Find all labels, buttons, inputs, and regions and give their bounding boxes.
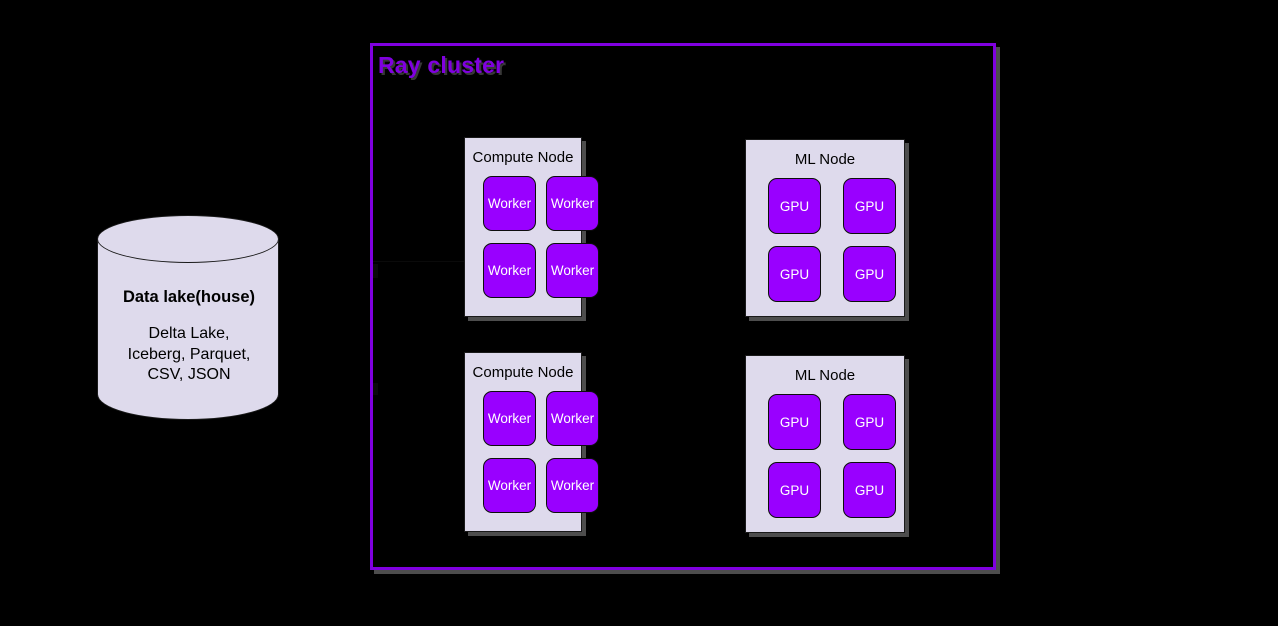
- node-ml-2-label: ML Node: [794, 367, 856, 384]
- data-lake-text-block: Data lake(house) Delta Lake, Iceberg, Pa…: [97, 287, 281, 386]
- worker-unit[interactable]: Worker: [483, 243, 536, 298]
- data-lake-formats-line-2: Iceberg, Parquet,: [127, 345, 251, 363]
- gpu-unit[interactable]: GPU: [768, 462, 821, 518]
- gpu-unit[interactable]: GPU: [768, 246, 821, 302]
- gpu-unit[interactable]: GPU: [843, 178, 896, 234]
- node-compute-2-label: Compute Node: [472, 364, 574, 381]
- ray-cluster-container: [370, 43, 996, 570]
- worker-unit[interactable]: Worker: [546, 391, 599, 446]
- worker-unit[interactable]: Worker: [483, 458, 536, 513]
- node-compute-2[interactable]: Compute Node Worker Worker Worker Worker: [464, 352, 599, 532]
- connector-line-lake-to-compute-1-row-1: [372, 261, 472, 262]
- data-lake-formats-line-3: CSV, JSON: [147, 366, 231, 384]
- cylinder-body: [97, 238, 279, 420]
- connector-stub-left-1: [372, 264, 378, 278]
- node-ml-2-units: GPU GPU GPU GPU: [746, 394, 904, 518]
- worker-unit[interactable]: Worker: [483, 176, 536, 231]
- worker-unit[interactable]: Worker: [546, 458, 599, 513]
- node-compute-2-units: Worker Worker Worker Worker: [465, 391, 599, 513]
- node-compute-1-units: Worker Worker Worker Worker: [465, 176, 599, 298]
- node-ml-1-units: GPU GPU GPU GPU: [746, 178, 904, 302]
- gpu-unit[interactable]: GPU: [843, 394, 896, 450]
- node-ml-1[interactable]: ML Node GPU GPU GPU GPU: [745, 139, 905, 317]
- gpu-unit[interactable]: GPU: [843, 462, 896, 518]
- worker-unit[interactable]: Worker: [546, 176, 599, 231]
- connector-stub-left-2: [372, 383, 378, 395]
- worker-unit[interactable]: Worker: [546, 243, 599, 298]
- node-ml-2[interactable]: ML Node GPU GPU GPU GPU: [745, 355, 905, 533]
- ray-cluster-title: Ray cluster: [378, 52, 505, 78]
- gpu-unit[interactable]: GPU: [768, 394, 821, 450]
- arrowhead-lake-to-ml-2: [737, 432, 746, 442]
- data-lake-title: Data lake(house): [122, 288, 256, 306]
- gpu-unit[interactable]: GPU: [768, 178, 821, 234]
- node-compute-1-label: Compute Node: [472, 149, 574, 166]
- arrowhead-lake-to-ml-1: [737, 259, 746, 269]
- node-compute-1[interactable]: Compute Node Worker Worker Worker Worker: [464, 137, 599, 317]
- gpu-unit[interactable]: GPU: [843, 246, 896, 302]
- node-ml-1-label: ML Node: [794, 151, 856, 168]
- data-lake-formats-line-1: Delta Lake,: [148, 325, 230, 343]
- data-lake-cylinder: Data lake(house) Delta Lake, Iceberg, Pa…: [97, 215, 281, 420]
- cylinder-top-ellipse: [97, 215, 279, 263]
- worker-unit[interactable]: Worker: [483, 391, 536, 446]
